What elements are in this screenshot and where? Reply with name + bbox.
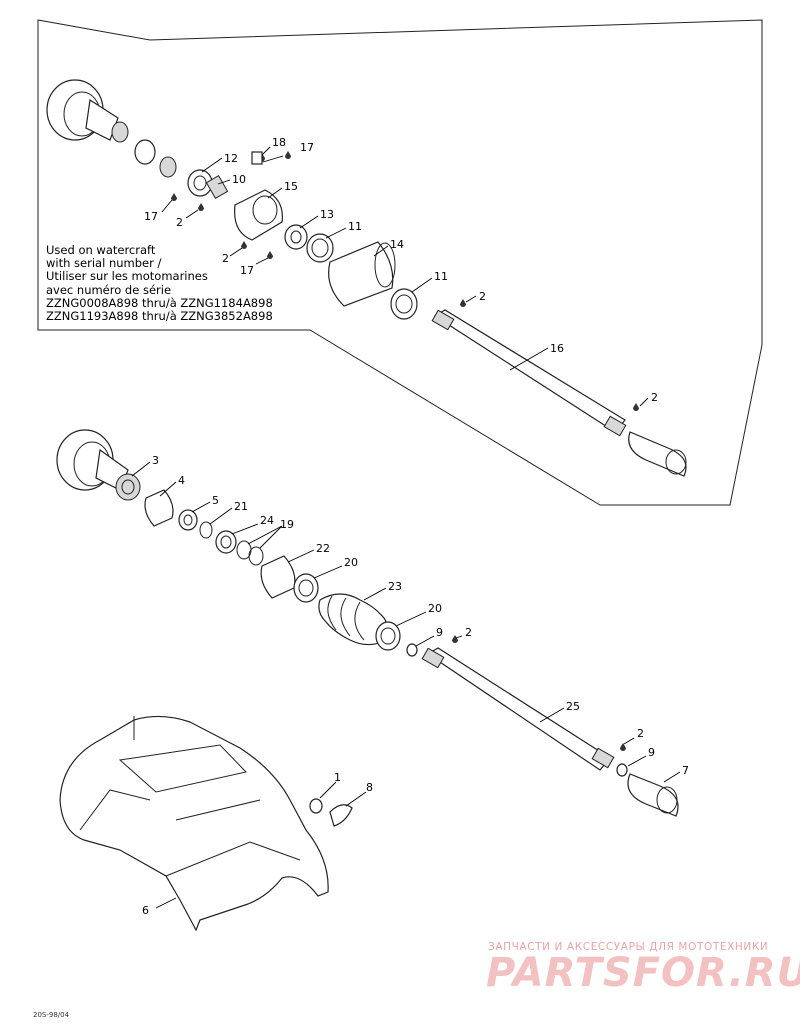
callout-20: 20 [344,556,358,569]
part-3-seal [115,473,141,501]
callout-14: 14 [390,238,404,251]
callout-23: 23 [388,580,402,593]
watermark-tagline: ЗАПЧАСТИ И АКСЕССУАРЫ ДЛЯ МОТОТЕХНИКИ [488,941,769,953]
note-line: Utiliser sur les motomarines [46,269,208,284]
note-line: with serial number / [46,256,162,271]
callout-18: 18 [272,136,286,149]
callout-2: 2 [479,290,486,303]
callout-5: 5 [212,494,219,507]
lower-assembly [56,429,679,817]
leader-lines [131,146,681,909]
callout-24: 24 [260,514,274,527]
part-14-tube [328,241,394,307]
callout-9: 9 [436,626,443,639]
callout-9: 9 [648,746,655,759]
inset-frame [37,19,763,506]
callout-21: 21 [234,500,248,513]
callout-17: 17 [144,210,158,223]
callout-16: 16 [550,342,564,355]
callout-3: 3 [152,454,159,467]
callout-17: 17 [240,264,254,277]
note-line: ZZNG1193A898 thru/à ZZNG3852A898 [46,309,273,324]
part-19-o-ring-b [248,546,264,566]
callout-2: 2 [651,391,658,404]
callout-6: 6 [142,904,149,917]
drawing-code: 20S-98/04 [33,1011,70,1019]
part-1-washer [309,798,323,814]
callout-13: 13 [320,208,334,221]
note-line: avec numéro de série [46,282,172,297]
part-11-clamp-b [390,288,418,320]
callout-labels: 12 10 18 17 17 17 15 13 11 11 14 2 2 2 2… [142,136,689,917]
part-16-drive-shaft [433,309,626,433]
part-20-clamp-b [375,621,401,651]
callout-10: 10 [232,173,246,186]
callout-2: 2 [222,252,229,265]
callout-4: 4 [178,474,185,487]
callout-7: 7 [682,764,689,777]
part-20-clamp-a [293,573,319,603]
callout-2: 2 [176,216,183,229]
part-7-coupler [627,773,679,817]
part-15-housing [234,189,283,241]
part-24-spacer [215,530,237,554]
part-5-bearing [178,509,198,531]
part-25-drive-shaft [426,647,611,771]
callout-22: 22 [316,542,330,555]
upper-assembly [46,79,687,477]
callout-12: 12 [224,152,238,165]
part-22-bushing [260,555,296,599]
note-line: ZZNG0008A898 thru/à ZZNG1184A898 [46,295,273,310]
watermark-logo: PARTSFOR.RU [486,950,800,996]
part-13-bearing [284,224,308,250]
callout-17: 17 [300,141,314,154]
part-11-clamp-a [306,233,334,263]
part-6-support-cover [59,715,353,932]
callout-2: 2 [465,626,472,639]
serial-number-note: Used on watercraft with serial number / … [46,243,316,324]
part-4-bushing [144,489,174,527]
callout-19: 19 [280,518,294,531]
callout-25: 25 [566,700,580,713]
part-21-ring [199,521,213,539]
note-line: Used on watercraft [46,243,156,257]
callout-8: 8 [366,781,373,794]
callout-1: 1 [334,771,341,784]
callout-2: 2 [637,727,644,740]
callout-11: 11 [434,270,448,283]
part-8-fastener [329,804,353,827]
callout-20: 20 [428,602,442,615]
callout-11: 11 [348,220,362,233]
callout-15: 15 [284,180,298,193]
